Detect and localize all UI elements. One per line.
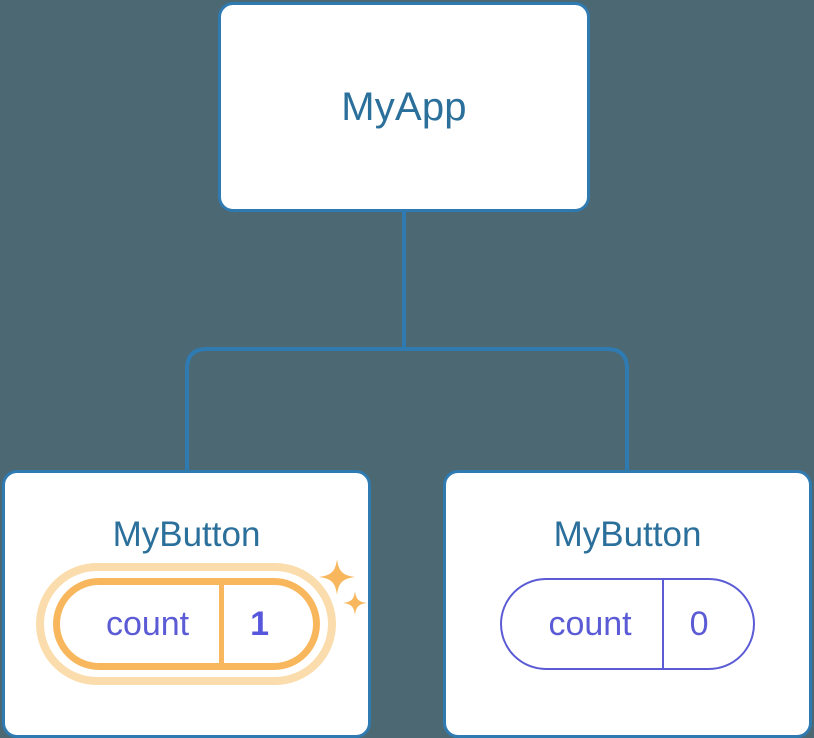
state-pill-wrap-child-1: count 0 xyxy=(500,578,755,670)
node-child-0[interactable]: MyButton count 1 xyxy=(2,470,371,738)
connector-to-child-0 xyxy=(185,347,404,472)
connector-to-child-1 xyxy=(404,347,629,472)
state-pill-child-1-value: 0 xyxy=(661,580,753,668)
node-root-title: MyApp xyxy=(341,85,467,129)
state-pill-glow-child-0 xyxy=(36,563,337,685)
node-child-1[interactable]: MyButton count 0 xyxy=(443,470,812,738)
state-pill-child-0-value: 1 xyxy=(219,585,313,663)
state-pill-child-0[interactable]: count 1 xyxy=(52,578,321,670)
node-child-0-title: MyButton xyxy=(112,515,261,554)
state-pill-child-1[interactable]: count 0 xyxy=(500,578,755,670)
node-root[interactable]: MyApp xyxy=(218,2,590,212)
node-child-1-title: MyButton xyxy=(553,515,702,554)
state-pill-child-0-key: count xyxy=(105,605,190,643)
state-pill-child-1-key: count xyxy=(548,605,632,643)
state-pill-wrap-child-0: count 1 xyxy=(36,563,337,685)
